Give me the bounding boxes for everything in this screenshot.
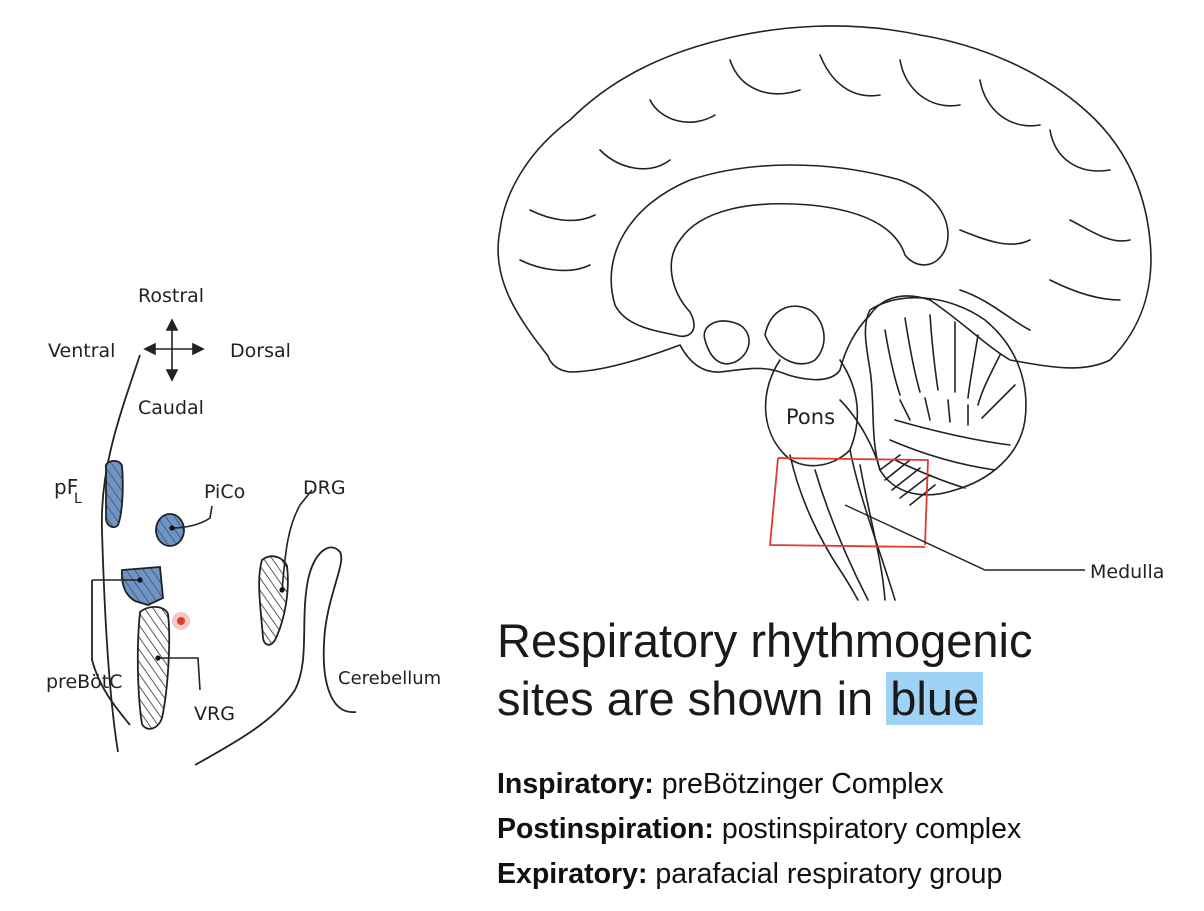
pico-label: PiCo (204, 481, 245, 503)
pfl-subscript: L (74, 491, 82, 507)
pons-label: Pons (786, 405, 835, 429)
list-label: Inspiratory: (497, 768, 654, 800)
medulla-outline (789, 454, 859, 601)
leader-lines (92, 489, 313, 691)
brainstem-outline (91, 354, 357, 766)
caption-line-2-prefix: sites are shown in (497, 672, 887, 725)
cursor-dot (177, 617, 185, 625)
drg-label: DRG (303, 477, 346, 499)
ventral-label: Ventral (48, 340, 115, 362)
cortex-outline (497, 25, 1152, 381)
caption-line-2: sites are shown in blue (497, 670, 1197, 728)
pfl-label: pF (54, 475, 78, 499)
list-label: Postinspiration: (497, 813, 714, 845)
list-text: parafacial respiratory group (647, 858, 1003, 890)
compass-arrows (143, 318, 205, 382)
vrg-label: VRG (194, 703, 235, 725)
medulla-label: Medulla (1090, 561, 1164, 583)
blue-highlight: blue (886, 672, 984, 725)
list-label: Expiratory: (497, 858, 648, 890)
caption-line-1: Respiratory rhythmogenic (497, 614, 1033, 667)
drg-column (258, 555, 289, 646)
pons-outline (764, 359, 859, 467)
pico-nucleus (155, 513, 185, 547)
prebotc-label: preBötC (46, 671, 123, 693)
list-item-inspiratory: Inspiratory: preBötzinger Complex (497, 762, 1202, 807)
pfl-nucleus (105, 460, 124, 529)
corpus-callosum (610, 164, 949, 337)
medulla-leader-line (844, 504, 1085, 571)
leader-dots (137, 525, 285, 661)
caudal-label: Caudal (138, 397, 204, 419)
caption-title: Respiratory rhythmogenic sites are shown… (497, 612, 1197, 728)
list-text: postinspiratory complex (713, 813, 1022, 845)
vrg-column (136, 606, 171, 730)
cerebellum-outline (864, 296, 1027, 496)
cerebellum-label: Cerebellum (338, 668, 441, 689)
rostral-label: Rostral (138, 285, 204, 307)
prebotc-nucleus (121, 566, 164, 606)
dorsal-label: Dorsal (230, 340, 291, 362)
list-item-expiratory: Expiratory: parafacial respiratory group (497, 852, 1202, 897)
site-list: Inspiratory: preBötzinger Complex Postin… (497, 762, 1202, 897)
medulla-highlight-box (769, 457, 929, 548)
list-text: preBötzinger Complex (653, 768, 944, 800)
list-item-postinspiration: Postinspiration: postinspiratory complex (497, 807, 1202, 852)
